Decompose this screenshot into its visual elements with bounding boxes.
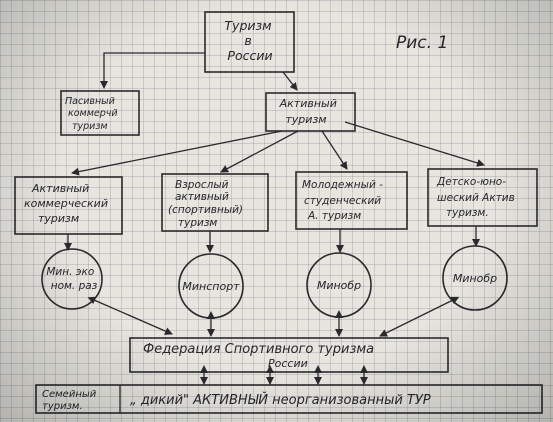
adult-line-3: (спортивный) [168,204,243,216]
active-line-2: туризм [285,113,326,126]
family-line-2: туризм. [42,401,83,412]
children-line-3: туризм. [446,207,489,219]
adult-box [161,173,269,232]
federation-line-1: Федерация Спортивного туризма [143,342,374,357]
active-text: Активный туризм [279,97,341,126]
minobr-text-1: Минобр [317,279,361,292]
arrow-active-to-adult [220,130,299,173]
children-text: Детско-юно- шеский Актив туризм. [436,176,518,219]
youth-text: Молодежный - студенческий А. туризм [302,179,386,222]
adult-line-1: Взрослый [175,179,229,191]
econ-line-2: ном. раз [51,280,98,292]
children-line-1: Детско-юно- [436,176,506,188]
youth-line-3: А. туризм [307,210,361,222]
passive-line-2: коммерчй [68,108,118,119]
figure-label: Рис. 1 [396,33,448,53]
econ-line-1: Мин. эко [46,266,94,278]
commercial-line-2: коммерческий [24,197,108,210]
arrow-econ-federation [87,296,173,335]
active-line-1: Активный [279,97,337,110]
arrow-active-to-commercial [71,130,283,176]
children-box [427,168,538,227]
federation-text: Федерация Спортивного туризма России [143,342,378,370]
passive-line-3: туризм [72,121,108,132]
youth-line-1: Молодежный - [302,179,383,191]
passive-line-1: Пасивный [65,96,115,107]
minsport-text: Минспорт [182,280,240,293]
youth-box [295,171,408,230]
root-line-1: Туризм [224,18,271,33]
root-box [204,11,295,73]
passive-box [60,90,140,136]
arrow-active-to-youth [321,130,348,170]
youth-line-2: студенческий [304,195,381,207]
active-box [265,92,356,132]
minobr-circle-2 [442,245,508,311]
family-text: Семейный туризм. [42,389,99,412]
root-line-3: России [227,48,272,63]
federation-line-2: России [268,357,308,370]
passive-text: Пасивный коммерчй туризм [65,96,121,132]
wild-tourism-text: „ дикий" АКТИВНЫЙ неорганизованный ТУР [130,392,431,408]
federation-box [129,337,449,373]
commercial-text: Активный коммерческий туризм [24,182,111,225]
root-line-2: в [244,33,251,48]
bottom-bar [35,384,543,414]
arrow-active-to-children [344,121,485,167]
children-line-2: шеский Актив [437,192,515,204]
adult-line-2: активный [175,191,229,203]
arrow-root-to-passive [100,52,205,89]
root-text: Туризм в России [224,18,275,63]
commercial-line-1: Активный [31,182,89,195]
econ-ministry-text: Мин. эко ном. раз [46,266,97,292]
family-line-1: Семейный [42,389,97,400]
adult-text: Взрослый активный (спортивный) туризм [168,179,246,229]
arrow-root-to-active [282,71,298,91]
minobr-text-2: Минобр [453,272,497,285]
arrow-minobr2-federation [379,296,460,337]
econ-ministry-circle [41,248,103,310]
commercial-line-3: туризм [38,212,79,225]
adult-line-4: туризм [178,217,217,229]
